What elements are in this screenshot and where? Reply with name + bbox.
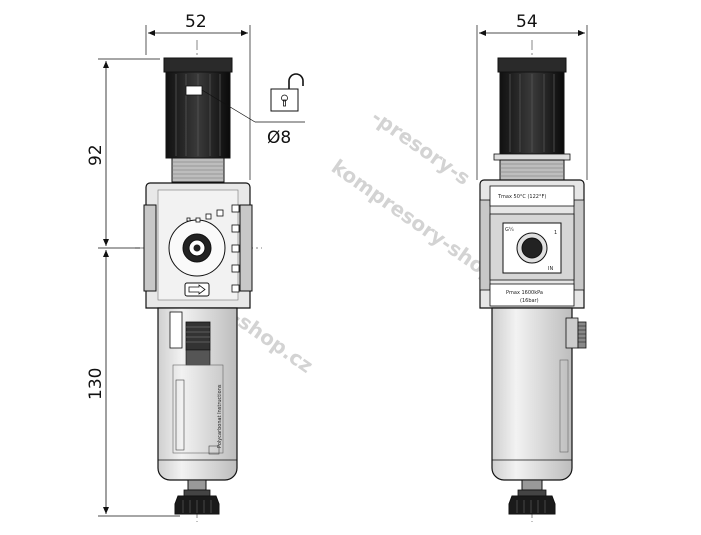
temperature-label	[489, 185, 575, 207]
right-view: 54 Tmax 50°C (122°F) G¼ 1 IN Pmax	[476, 12, 588, 522]
watermark-text: -shop.cz	[227, 304, 317, 377]
inlet-port	[521, 237, 543, 259]
port-label: G¼	[505, 227, 514, 233]
pmax-bar-label: (16bar)	[520, 298, 539, 304]
filter-bowl	[491, 307, 573, 481]
bowl-release	[565, 317, 579, 349]
port-left	[143, 204, 157, 292]
flow-arrow-icon	[184, 282, 210, 297]
dimension-width-right: 54	[516, 12, 538, 32]
knob-cap	[163, 57, 233, 73]
drain-valve	[508, 495, 556, 515]
padlock-open-icon	[270, 73, 304, 112]
filter-bowl	[157, 307, 238, 481]
filter-element	[185, 321, 211, 351]
dimension-height-lower: 130	[86, 368, 106, 400]
port-right	[239, 204, 253, 292]
knob-cap	[497, 57, 567, 73]
lock-diameter-dimension: Ø8	[267, 128, 291, 148]
sight-glass	[169, 311, 183, 349]
port-out-label: 1	[554, 230, 557, 236]
dimension-width-left: 52	[185, 12, 207, 32]
port-in-label: IN	[548, 266, 553, 272]
pmax-label: Pmax 1600kPa	[506, 290, 543, 296]
setting-marks	[186, 204, 240, 293]
pressure-label	[489, 283, 575, 307]
bowl-label: Polycarbonat Instructions	[217, 384, 223, 448]
dimension-height-upper: 92	[86, 144, 106, 166]
lock-slot	[185, 85, 203, 96]
watermark-text: -presory-s	[367, 104, 475, 190]
left-view: 52 92 130 Ø8	[86, 12, 305, 522]
tmax-label: Tmax 50°C (122°F)	[497, 194, 546, 200]
threaded-neck	[499, 159, 565, 181]
